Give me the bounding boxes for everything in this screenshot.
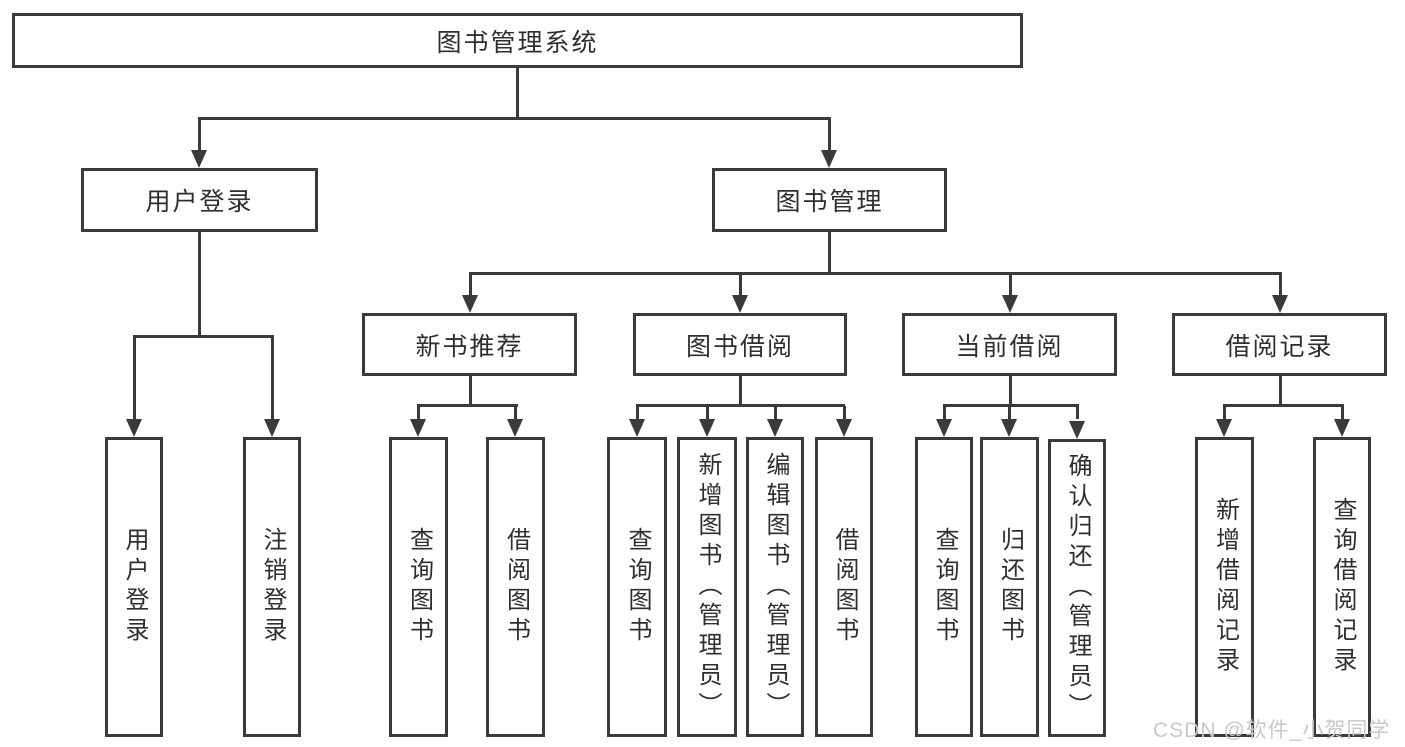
connector-records-feed [1279, 376, 1282, 406]
connector-drop-leaf-user-login [133, 336, 136, 419]
arrow-current-confirm [1069, 421, 1085, 439]
leaf-borrow-borrow-books: 借阅图书 [815, 437, 873, 737]
node-new-book-recommend: 新书推荐 [362, 313, 577, 376]
connector-recommend-branch [417, 404, 518, 407]
connector-drop-user-login [198, 118, 201, 150]
leaf-recommend-query-books: 查询图书 [389, 437, 448, 737]
connector-drop-book-management [828, 118, 831, 150]
connector-recommend-feed [469, 376, 472, 406]
connector-drop-records-add [1223, 406, 1226, 419]
arrow-leaf-user-login [126, 419, 142, 437]
arrow-book-borrowing [732, 295, 748, 313]
node-book-management: 图书管理 [712, 168, 947, 232]
connector-drop-borrow-edit [774, 406, 777, 419]
connector-drop-book-borrowing [739, 273, 742, 295]
connector-drop-current-return [1008, 406, 1011, 419]
node-root-system: 图书管理系统 [12, 13, 1023, 68]
arrow-borrow-add [699, 419, 715, 437]
arrow-borrowing-records [1272, 295, 1288, 313]
leaf-recommend-borrow-books: 借阅图书 [486, 437, 545, 737]
arrow-borrow-borrow [836, 419, 852, 437]
connector-user-login-feed [198, 232, 201, 336]
connector-level1-branch [198, 117, 831, 120]
node-borrowing-records: 借阅记录 [1172, 313, 1387, 376]
connector-drop-borrow-borrow [843, 406, 846, 419]
leaf-borrow-query-books: 查询图书 [607, 437, 667, 737]
arrow-borrow-query [629, 419, 645, 437]
leaf-records-add: 新增借阅记录 [1195, 437, 1254, 737]
leaf-borrow-add-books-admin: 新增图书（管理员） [677, 437, 737, 737]
leaf-current-confirm-return-admin: 确认归还（管理员） [1048, 439, 1106, 737]
connector-current-feed [1009, 376, 1012, 406]
connector-borrowing-branch [636, 404, 845, 407]
arrow-current-return [1001, 419, 1017, 437]
connector-drop-records-query [1341, 406, 1344, 419]
connector-drop-borrow-add [706, 406, 709, 419]
node-user-login: 用户登录 [81, 168, 318, 232]
arrow-current-query [936, 419, 952, 437]
node-current-borrowing: 当前借阅 [902, 313, 1117, 376]
leaf-current-query-books: 查询图书 [915, 437, 973, 737]
leaf-user-login: 用户登录 [105, 437, 163, 737]
connector-borrowing-feed [739, 376, 742, 406]
connector-drop-borrowing-records [1279, 273, 1282, 295]
arrow-leaf-logout [264, 419, 280, 437]
leaf-records-query: 查询借阅记录 [1313, 437, 1371, 737]
connector-drop-recommend-query [417, 406, 420, 419]
connector-current-branch [943, 404, 1079, 407]
connector-book-management-feed [828, 232, 831, 273]
leaf-logout: 注销登录 [243, 437, 301, 737]
leaf-borrow-edit-books-admin: 编辑图书（管理员） [746, 437, 804, 737]
arrow-book-management [821, 150, 837, 168]
connector-drop-recommend-borrow [514, 406, 517, 419]
connector-drop-borrow-query [636, 406, 639, 419]
connector-drop-leaf-logout [271, 336, 274, 419]
connector-root-feed [516, 68, 519, 118]
arrow-user-login [191, 150, 207, 168]
node-book-borrowing: 图书借阅 [633, 313, 847, 376]
connector-drop-current-confirm [1076, 406, 1079, 419]
arrow-records-add [1216, 419, 1232, 437]
arrow-current-borrowing [1002, 295, 1018, 313]
csdn-watermark: CSDN @软件_小贺同学 [1153, 719, 1391, 742]
connector-drop-new-book-recommend [469, 273, 472, 295]
arrow-records-query [1334, 419, 1350, 437]
leaf-current-return-books: 归还图书 [980, 437, 1039, 737]
arrow-borrow-edit [767, 419, 783, 437]
connector-user-login-branch [133, 335, 274, 338]
connector-level2-branch [469, 272, 1282, 275]
arrow-new-book-recommend [462, 295, 478, 313]
arrow-recommend-borrow [507, 419, 523, 437]
connector-drop-current-query [943, 406, 946, 419]
arrow-recommend-query [410, 419, 426, 437]
connector-records-branch [1223, 404, 1344, 407]
connector-drop-current-borrowing [1009, 273, 1012, 295]
